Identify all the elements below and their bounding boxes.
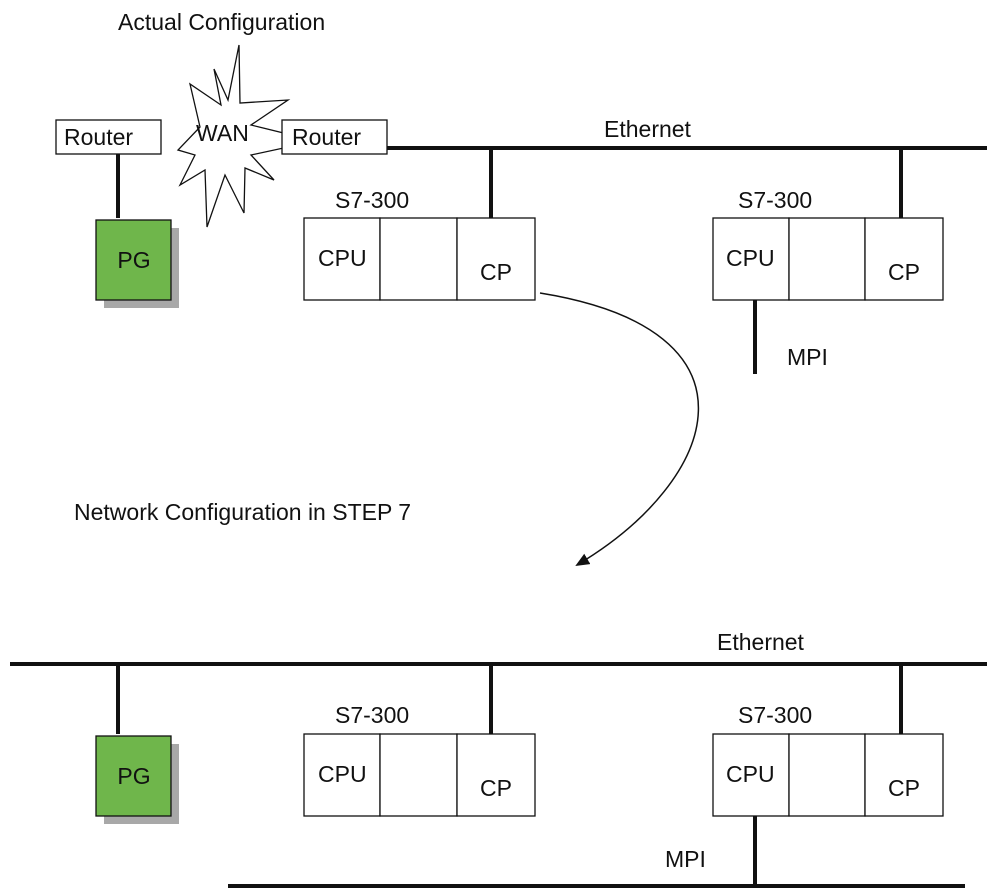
top-station1-cpu-module <box>303 217 381 301</box>
actual-configuration-title: Actual Configuration <box>118 9 325 35</box>
top-station1-cp-label: CP <box>480 259 512 285</box>
top-ethernet-label: Ethernet <box>604 116 692 142</box>
bottom-pg-box <box>95 735 172 817</box>
bottom-pg-label: PG <box>117 763 150 789</box>
top-station2-cp-module <box>864 217 944 301</box>
bottom-station2-cpu-label: CPU <box>726 761 775 787</box>
top-station2-empty-module <box>788 217 866 301</box>
bottom-station1-title: S7-300 <box>335 702 409 728</box>
wan-label: WAN <box>196 120 249 146</box>
top-station1-cpu-label: CPU <box>318 245 367 271</box>
top-station2-cpu-label: CPU <box>726 245 775 271</box>
bottom-station1-empty-module <box>379 733 458 817</box>
router-left-label: Router <box>64 124 133 150</box>
bottom-mpi-label: MPI <box>665 846 706 872</box>
router-right <box>281 119 388 155</box>
bottom-ethernet-label: Ethernet <box>717 629 805 655</box>
top-station2-cp-label: CP <box>888 259 920 285</box>
top-station2-title: S7-300 <box>738 187 812 213</box>
top-pg-label: PG <box>117 247 150 273</box>
bottom-station2-title: S7-300 <box>738 702 812 728</box>
wan-cloud <box>176 44 317 228</box>
bottom-station2-cp-label: CP <box>888 775 920 801</box>
router-left <box>55 119 162 155</box>
bottom-station2-cp-module <box>864 733 944 817</box>
bottom-station2-cpu-module <box>712 733 790 817</box>
bottom-station1-cp-module <box>456 733 536 817</box>
bottom-station1-cpu-label: CPU <box>318 761 367 787</box>
top-mpi-label: MPI <box>787 344 828 370</box>
top-station1-empty-module <box>379 217 458 301</box>
bottom-station1-cp-label: CP <box>480 775 512 801</box>
top-station1-title: S7-300 <box>335 187 409 213</box>
top-station1-cp-module <box>456 217 536 301</box>
step7-configuration-title: Network Configuration in STEP 7 <box>74 499 411 525</box>
router-right-label: Router <box>292 124 361 150</box>
bottom-station2-empty-module <box>788 733 866 817</box>
mapping-arrow <box>539 292 700 567</box>
bottom-station1-cpu-module <box>303 733 381 817</box>
top-pg-box <box>95 219 172 301</box>
top-station2-cpu-module <box>712 217 790 301</box>
